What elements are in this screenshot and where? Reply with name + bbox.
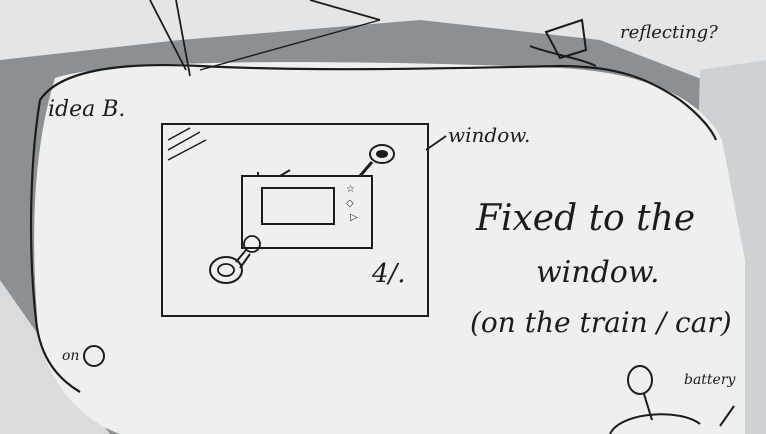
note-line-2: window.: [536, 255, 660, 290]
note-line-1: Fixed to the: [475, 198, 695, 239]
idea-heading: idea B.: [48, 97, 125, 122]
note-line-3: (on the train / car): [470, 306, 732, 339]
bottom-right-label: battery: [684, 372, 737, 388]
corner-mark: 4/.: [371, 259, 406, 289]
svg-text:◇: ◇: [346, 198, 354, 209]
svg-text:☆: ☆: [346, 184, 355, 195]
window-label: window.: [448, 123, 530, 147]
left-edge-mark: on: [62, 348, 79, 364]
paper-sheet: [34, 62, 745, 434]
svg-text:▷: ▷: [350, 212, 358, 223]
top-right-label: reflecting?: [620, 22, 718, 43]
